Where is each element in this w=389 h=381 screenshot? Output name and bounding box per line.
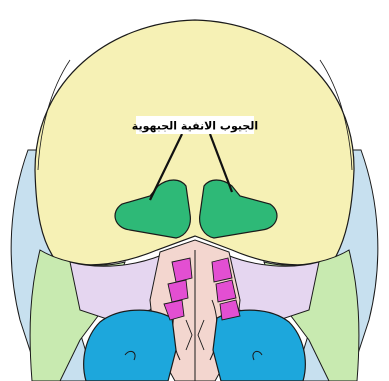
frontal-sinus-label: الجيوب الانفية الجبهوية <box>132 120 258 133</box>
maxillary-sinus-left <box>84 310 176 381</box>
frontal-bone <box>35 20 354 265</box>
maxillary-sinus-right <box>213 310 305 381</box>
